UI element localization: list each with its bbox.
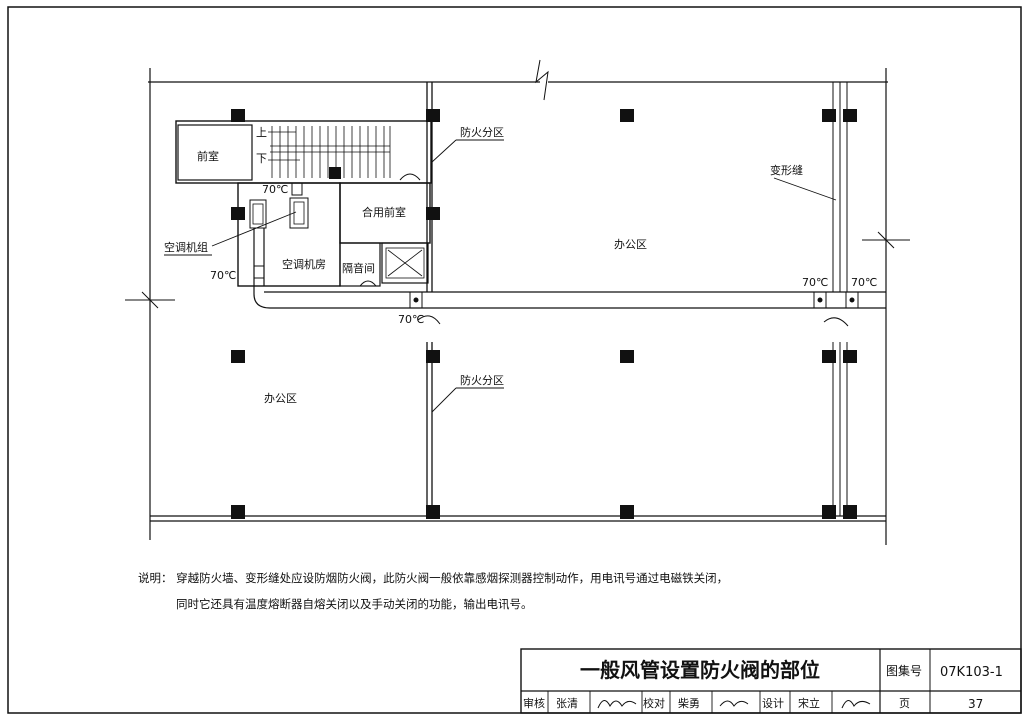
column (822, 505, 836, 519)
column (843, 350, 857, 363)
label-fire-zone-top: 防火分区 (460, 125, 504, 139)
drawing-title: 一般风管设置防火阀的部位 (580, 658, 820, 682)
column (231, 109, 245, 122)
label-temp-ac-top: 70℃ (262, 183, 288, 196)
damper-joint-left (813, 291, 827, 309)
label-shared-front-room: 合用前室 (362, 205, 406, 219)
elevator-shaft (381, 242, 429, 284)
check-label: 校对 (643, 696, 665, 710)
column (843, 109, 857, 122)
damper-fire-wall (409, 291, 423, 309)
damper-joint-right (845, 291, 859, 309)
label-office-bottom: 办公区 (264, 392, 297, 405)
designer-signature (841, 700, 871, 709)
damper-joint-right-dot (849, 297, 855, 303)
checker-signature (719, 700, 749, 707)
ac-unit-1-inner (252, 203, 264, 225)
floor-plan (125, 59, 910, 545)
label-temp-joint-left: 70℃ (802, 276, 828, 289)
label-ac-room: 空调机房 (282, 257, 326, 271)
elevator-cross-2 (387, 249, 423, 277)
sheet-border (7, 6, 1022, 714)
note-line-1: 说明： 穿越防火墙、变形缝处应设防烟防火阀，此防火阀一般依靠感烟探测器控制动作，… (138, 571, 729, 585)
duct-elbow (253, 293, 271, 309)
design-label: 设计 (762, 697, 784, 710)
title-block-frame (520, 648, 1022, 714)
break-mark-top (535, 59, 549, 101)
label-ac-unit: 空调机组 (164, 240, 208, 254)
column (426, 109, 440, 122)
page-number: 37 (968, 697, 983, 711)
atlas-label: 图集号 (886, 663, 922, 678)
checker-name: 柴勇 (678, 696, 700, 710)
review-label: 审核 (523, 696, 545, 710)
column (231, 207, 245, 220)
plan-labels: 上 下 前室 合用前室 空调机组 空调机房 隔音间 防火分区 防火分区 变形缝 … (164, 125, 877, 405)
ac-unit-2-inner (293, 201, 305, 225)
column (231, 505, 245, 519)
page-label: 页 (899, 697, 910, 710)
label-temp-ac-room: 70℃ (210, 269, 236, 282)
stair-treads (270, 126, 391, 178)
label-office-top: 办公区 (614, 238, 647, 251)
ac-unit-2 (289, 197, 309, 229)
column (231, 350, 245, 363)
leader-fire-zone-top (431, 139, 457, 163)
break-mark-right (862, 231, 910, 249)
label-temp-joint-right: 70℃ (851, 276, 877, 289)
designer-name: 宋立 (798, 696, 820, 710)
column (426, 350, 440, 363)
title-block (520, 648, 1022, 714)
label-temp-fire-wall: 70℃ (398, 313, 424, 326)
column (620, 505, 634, 519)
column (843, 505, 857, 519)
break-mark-left (125, 291, 175, 309)
reviewer-name: 张清 (556, 697, 578, 710)
damper-ac-top (291, 182, 303, 196)
damper-ac-room (253, 265, 265, 279)
leader-fire-zone-bottom (431, 387, 457, 413)
damper-joint-left-dot (817, 297, 823, 303)
structural-columns (231, 109, 857, 519)
label-stair-up: 上 (256, 126, 267, 139)
label-sound-room: 隔音间 (342, 261, 375, 275)
note-line-2: 同时它还具有温度熔断器自熔关闭以及手动关闭的功能，输出电讯号。 (176, 597, 533, 611)
atlas-number: 07K103-1 (940, 665, 1003, 680)
ac-unit-1 (249, 199, 267, 229)
door-sound-room (359, 280, 377, 287)
column (822, 109, 836, 122)
reviewer-signature (597, 700, 637, 709)
column (426, 505, 440, 519)
elevator-car (385, 247, 425, 279)
label-expansion-joint: 变形缝 (770, 163, 803, 177)
leader-expansion-joint (773, 177, 837, 201)
damper-fire-wall-dot (413, 297, 419, 303)
door-fire-wall-upper (399, 173, 421, 181)
label-stair-down: 下 (256, 152, 267, 165)
door-expansion-joint (823, 317, 849, 327)
column (426, 207, 440, 220)
column (620, 109, 634, 122)
leader-ac-unit (211, 211, 297, 247)
column (329, 167, 341, 179)
label-fire-zone-bottom: 防火分区 (460, 373, 504, 387)
front-room (177, 124, 253, 181)
label-front-room: 前室 (197, 149, 219, 163)
column (620, 350, 634, 363)
door-fire-wall-lower (417, 315, 441, 325)
column (822, 350, 836, 363)
title-block-text: 一般风管设置防火阀的部位 图集号 07K103-1 审核 张清 校对 柴勇 设计… (523, 658, 1003, 711)
